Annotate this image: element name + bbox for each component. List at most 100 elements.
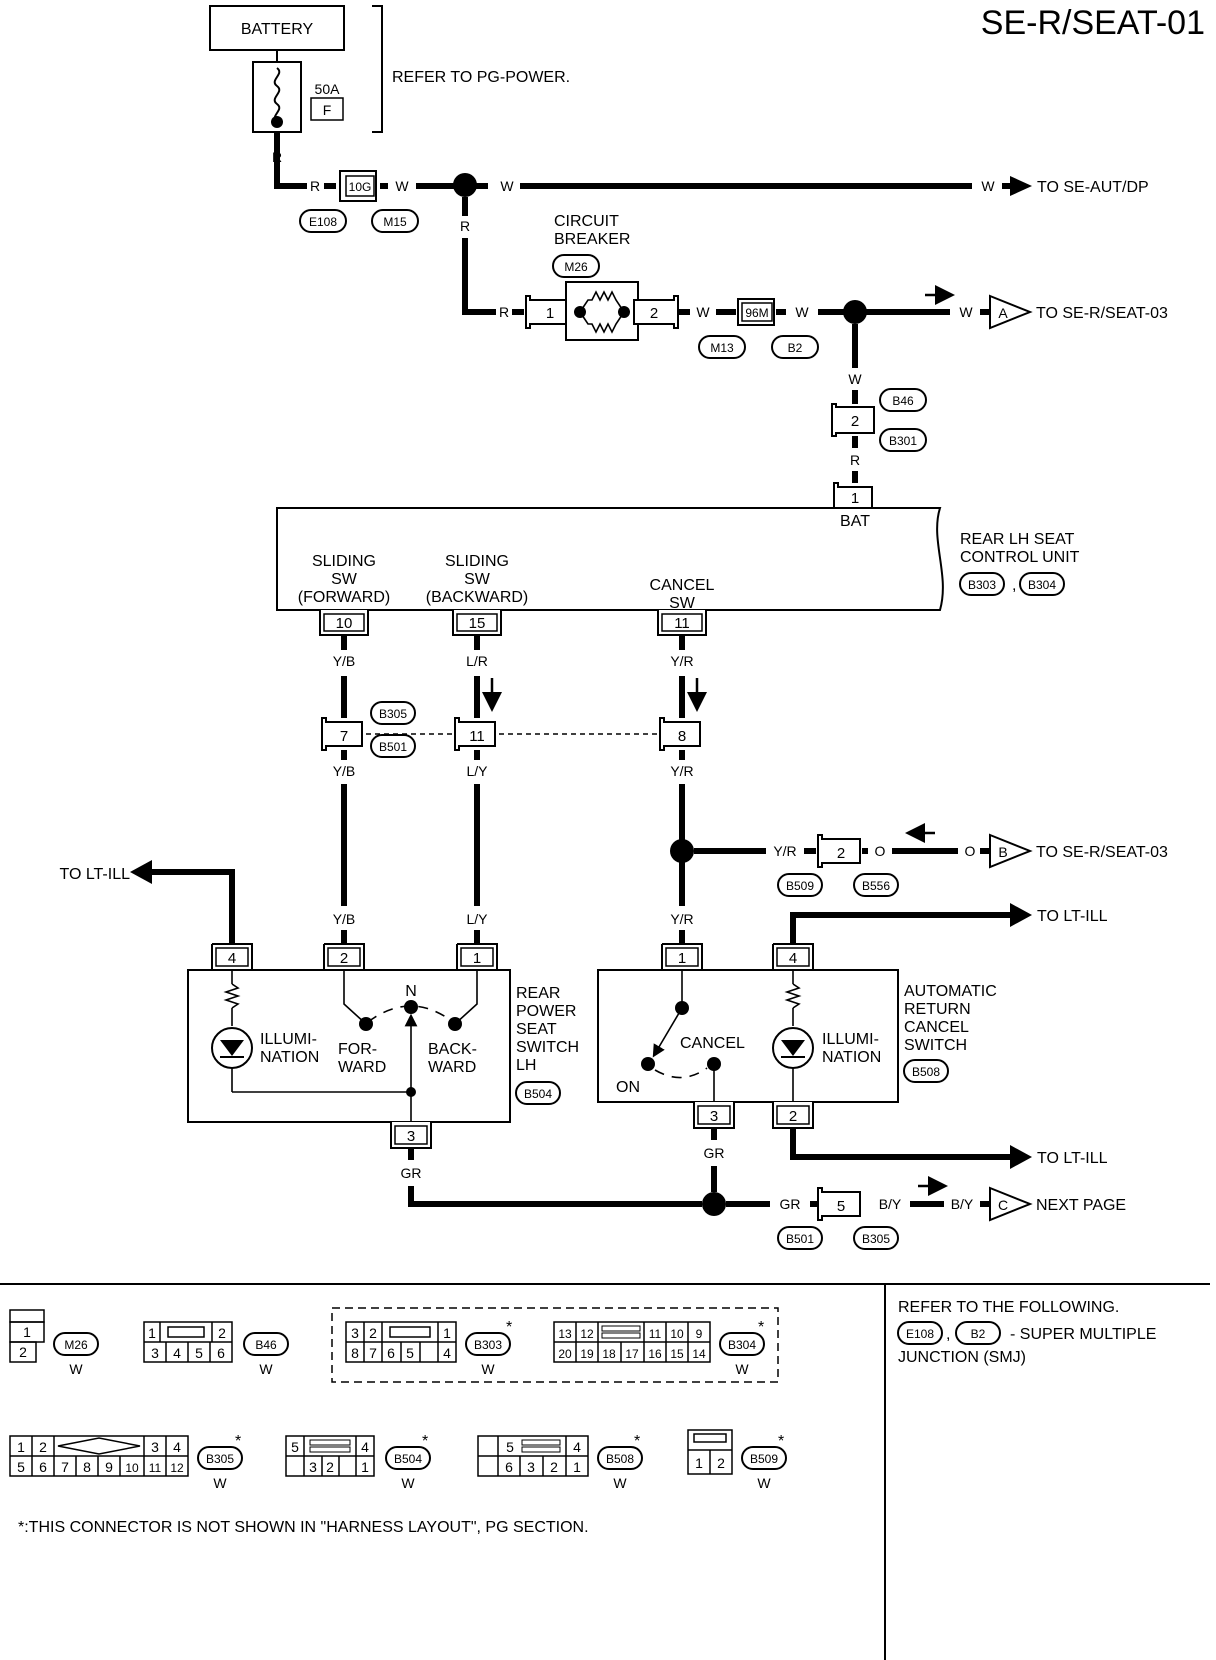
seat-switch-name: SWITCH bbox=[516, 1039, 579, 1056]
refer-desc-2: JUNCTION (SMJ) bbox=[898, 1349, 1026, 1366]
lt-ill-left: TO LT-ILL bbox=[59, 860, 235, 944]
pin-label: 6 bbox=[387, 1345, 395, 1361]
arrow-right-icon bbox=[1010, 903, 1032, 927]
pin-label: 96M bbox=[745, 306, 768, 320]
pin-label: 1 bbox=[473, 950, 481, 967]
pin-label: 5 bbox=[195, 1345, 203, 1361]
pin-label: 2 bbox=[218, 1325, 226, 1341]
arrow-right-icon bbox=[1010, 176, 1032, 196]
pin-label: 8 bbox=[351, 1345, 359, 1361]
pin-label: 5 bbox=[837, 1198, 845, 1215]
pin-label: 9 bbox=[105, 1459, 113, 1475]
connector-id-m15: M15 bbox=[383, 215, 407, 229]
footnote: *:THIS CONNECTOR IS NOT SHOWN IN "HARNES… bbox=[18, 1519, 589, 1536]
pin-label: 2 bbox=[340, 950, 348, 967]
pin-label: 3 bbox=[309, 1459, 317, 1475]
pin-label: 3 bbox=[151, 1345, 159, 1361]
dest-lt-ill: TO LT-ILL bbox=[59, 866, 130, 883]
connector-face-b509: 1 2 B509 * W bbox=[687, 1429, 787, 1491]
connector-id-b301: B301 bbox=[889, 434, 917, 448]
pin-label: 10 bbox=[670, 1327, 684, 1341]
seat-switch-name: REAR bbox=[516, 985, 560, 1002]
connector-face-b304: 13 12 11 10 9 20 19 18 17 16 15 14 B304 … bbox=[553, 1319, 765, 1377]
pin-label: 11 bbox=[649, 1327, 662, 1341]
pin-label: 19 bbox=[580, 1347, 594, 1361]
wire-label-lr: L/R bbox=[466, 653, 488, 669]
sw-fwd-label: (FORWARD) bbox=[298, 589, 390, 606]
sw-fwd-label: SLIDING bbox=[312, 553, 376, 570]
wire-label-ly: L/Y bbox=[466, 763, 488, 779]
wire-label-w: W bbox=[395, 178, 409, 194]
main-feed: R 10G W W W TO SE-AUT/DP bbox=[274, 132, 1149, 202]
illum-label: NATION bbox=[260, 1049, 319, 1066]
pin-label: 10 bbox=[125, 1461, 139, 1475]
battery-block: BATTERY 50A F REFER TO PG-POWER. R bbox=[209, 5, 570, 165]
wire-label-by: B/Y bbox=[951, 1196, 974, 1212]
pin-label: 2 bbox=[550, 1459, 558, 1475]
seat-switch-name: SEAT bbox=[516, 1021, 557, 1038]
pin-label: 3 bbox=[151, 1439, 159, 1455]
wire-label-gr: GR bbox=[401, 1165, 422, 1181]
pin-label: 4 bbox=[361, 1439, 369, 1455]
sw-bwd-label: SLIDING bbox=[445, 553, 509, 570]
bwd-label: BACK- bbox=[428, 1041, 477, 1058]
wire-label-by: B/Y bbox=[879, 1196, 902, 1212]
pin-label: 2 bbox=[369, 1325, 377, 1341]
pin-label: 2 bbox=[326, 1459, 334, 1475]
sliding-sw-wires: 10 Y/B 15 L/R 11 Y/R bbox=[319, 610, 707, 718]
cancel-switch-name: RETURN bbox=[904, 1001, 971, 1018]
pin-label: 1 bbox=[148, 1325, 156, 1341]
wire-label-yb: Y/B bbox=[333, 653, 356, 669]
pin-label: 9 bbox=[696, 1327, 703, 1341]
pin-label: 3 bbox=[527, 1459, 535, 1475]
breaker-label: BREAKER bbox=[554, 231, 630, 248]
wire-label-r: R bbox=[499, 304, 509, 320]
pin-label: 7 bbox=[340, 728, 348, 745]
star-mark: * bbox=[506, 1319, 512, 1336]
connector-face-b46: 1 2 3 4 5 6 B46 W bbox=[143, 1321, 289, 1377]
pin-label: 3 bbox=[407, 1128, 415, 1145]
cancel-switch-name: AUTOMATIC bbox=[904, 983, 997, 1000]
wire-label-w: W bbox=[981, 178, 995, 194]
offpage-letter-b: B bbox=[998, 844, 1007, 860]
pin-label: 1 bbox=[851, 490, 859, 507]
wire-label-r: R bbox=[460, 218, 470, 234]
pin-label: 5 bbox=[291, 1439, 299, 1455]
bwd-label: WARD bbox=[428, 1059, 476, 1076]
splice bbox=[702, 1192, 726, 1216]
pin-label: 5 bbox=[17, 1459, 25, 1475]
breaker-branch: R R 1 2 W 96M W W A TO SE-R/SEAT-03 CIRC… bbox=[460, 197, 1168, 359]
pin-label: 12 bbox=[170, 1461, 184, 1475]
harness-color: W bbox=[401, 1475, 415, 1491]
pin-label: 2 bbox=[789, 1108, 797, 1125]
wire-label-yr: Y/R bbox=[670, 763, 693, 779]
fwd-label: WARD bbox=[338, 1059, 386, 1076]
sw-bwd-label: SW bbox=[464, 571, 491, 588]
connector-id-b501: B501 bbox=[379, 740, 407, 754]
harness-color: W bbox=[69, 1361, 83, 1377]
separator: , bbox=[946, 1326, 950, 1343]
wire-label-yb: Y/B bbox=[333, 911, 356, 927]
seat-switch-name: LH bbox=[516, 1057, 536, 1074]
wire-label-w: W bbox=[696, 304, 710, 320]
connector-id-b303: B303 bbox=[474, 1338, 502, 1352]
connector-id-e108: E108 bbox=[906, 1327, 934, 1341]
rear-power-seat-switch: 4 2 1 ILLUMI- NATION N FOR- WARD BACK- W… bbox=[187, 943, 579, 1149]
fwd-label: FOR- bbox=[338, 1041, 377, 1058]
splice bbox=[843, 300, 867, 324]
pin-label: 10G bbox=[349, 180, 372, 194]
connector-id-b46: B46 bbox=[255, 1338, 277, 1352]
pin-label: 1 bbox=[678, 950, 686, 967]
pin-label: 8 bbox=[678, 728, 686, 745]
pin-label: 20 bbox=[558, 1347, 572, 1361]
pin-label: 13 bbox=[558, 1327, 572, 1341]
pin-label: 4 bbox=[228, 950, 236, 967]
star-mark: * bbox=[778, 1433, 784, 1450]
wire-label-yr: Y/R bbox=[773, 843, 796, 859]
sw-bwd-label: (BACKWARD) bbox=[426, 589, 529, 606]
pin-label: 12 bbox=[580, 1327, 594, 1341]
pin-label: 8 bbox=[83, 1459, 91, 1475]
pin-label: 16 bbox=[648, 1347, 662, 1361]
wire-label-gr: GR bbox=[780, 1196, 801, 1212]
